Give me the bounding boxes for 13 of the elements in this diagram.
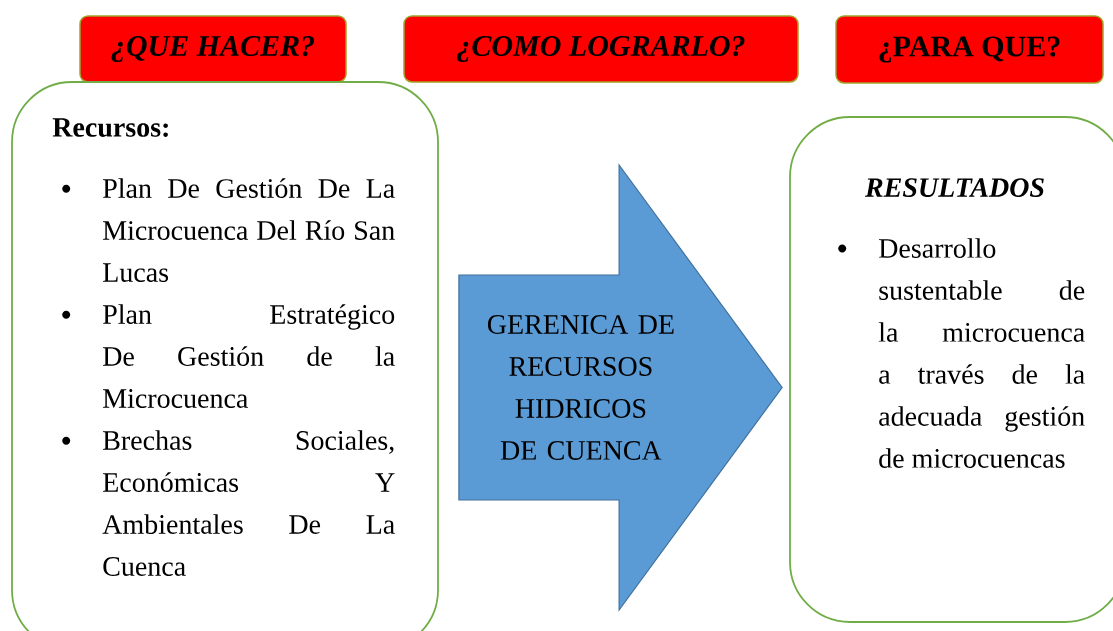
- header-box: ¿COMO LOGRARLO?: [403, 15, 799, 83]
- header-box: ¿PARA QUE?: [835, 15, 1104, 84]
- bullet-item: Brechas Sociales, Económicas Y Ambientales De La Cuenca: [62, 430, 395, 576]
- header-box: ¿QUE HACER?: [79, 15, 347, 83]
- block-arrow: [458, 163, 783, 612]
- bullet-item: Plan Estratégico De Gestión de la Microcuenca: [62, 304, 395, 408]
- edge-label: GERENICA DE RECURSOS HIDRICOS DE CUENCA: [487, 315, 674, 460]
- rounded-box: [11, 81, 439, 631]
- box-title: RESULTADOS: [864, 178, 1044, 197]
- box-title: Recursos:: [52, 118, 168, 137]
- rounded-box: [789, 116, 1113, 623]
- bullet-item: Plan De Gestión De La Microcuenca Del Río San Lucas: [62, 178, 395, 282]
- bullet-item: Desarrollo sustentable de la microcuenca a través de la adecuada gestión de microcuencas: [838, 238, 1085, 468]
